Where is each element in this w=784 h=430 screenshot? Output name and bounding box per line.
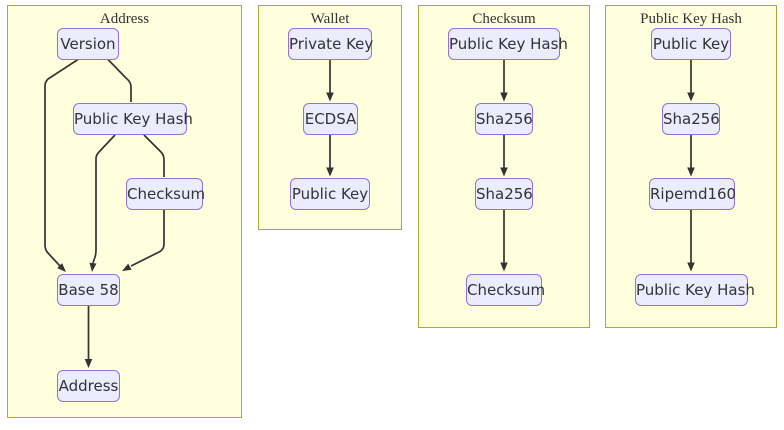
node-ecdsa: ECDSA	[303, 103, 358, 135]
node-public-key-wallet: Public Key	[290, 178, 370, 210]
node-sha256-2: Sha256	[475, 178, 533, 210]
node-public-key-hash-result: Public Key Hash	[635, 274, 755, 306]
node-base58: Base 58	[57, 274, 120, 306]
node-version: Version	[57, 28, 119, 60]
node-sha256-1: Sha256	[475, 103, 533, 135]
cluster-public-key-hash-title: Public Key Hash	[640, 11, 742, 27]
cluster-wallet-title: Wallet	[310, 11, 350, 27]
node-public-key-hash-checksum: Public Key Hash	[448, 28, 568, 60]
node-ripemd160: Ripemd160	[649, 178, 736, 210]
cluster-address-title: Address	[99, 11, 150, 27]
node-public-key-pkh: Public Key	[651, 28, 731, 60]
node-checksum-address: Checksum	[126, 178, 205, 210]
cluster-address: Address	[7, 5, 242, 418]
node-address: Address	[57, 370, 120, 402]
node-private-key: Private Key	[288, 28, 373, 60]
node-checksum-result: Checksum	[466, 274, 545, 306]
cluster-checksum-title: Checksum	[472, 11, 536, 27]
node-public-key-hash-address: Public Key Hash	[73, 103, 193, 135]
node-sha256-pkh: Sha256	[662, 103, 720, 135]
